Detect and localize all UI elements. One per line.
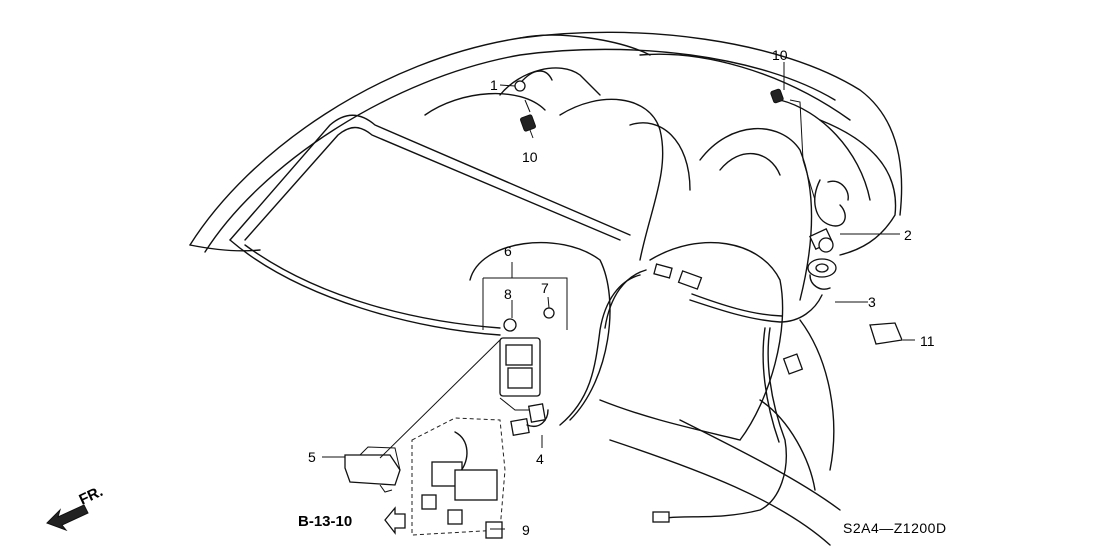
- switch-assembly-6: [482, 277, 568, 411]
- callout-2: 2: [904, 227, 912, 243]
- callout-5: 5: [308, 449, 316, 465]
- callout-8: 8: [504, 286, 512, 302]
- callout-6: 6: [504, 243, 512, 259]
- front-arrow: [46, 504, 89, 532]
- grommet-3: [807, 258, 837, 290]
- callout-7: 7: [541, 280, 549, 296]
- front-label: FR.: [77, 483, 106, 509]
- cover-5: [344, 339, 501, 493]
- callout-3: 3: [868, 294, 876, 310]
- callout-1: 1: [490, 77, 498, 93]
- part-11: [869, 322, 903, 345]
- car-body-outline: [189, 31, 903, 546]
- callout-10-right: 10: [772, 47, 788, 63]
- leader-lines: [322, 62, 915, 530]
- connector-4: [510, 403, 549, 437]
- bolt-1-and-10: [514, 70, 816, 201]
- reference-label: B-13-10: [298, 513, 352, 530]
- wire-harness-3: [559, 263, 823, 523]
- switch-2: [809, 179, 849, 253]
- callout-4: 4: [536, 451, 544, 467]
- reference-arrow: [384, 506, 406, 535]
- callout-10-left: 10: [522, 149, 538, 165]
- callout-11: 11: [920, 333, 935, 349]
- diagram-code: S2A4—Z1200D: [843, 520, 947, 536]
- callout-9: 9: [522, 522, 530, 538]
- relay-group: [411, 417, 506, 539]
